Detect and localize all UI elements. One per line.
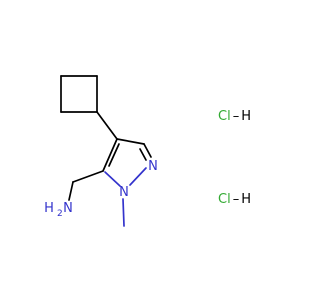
svg-text:Cl–H: Cl–H <box>218 109 251 124</box>
bond-c5-ch2 <box>72 170 104 183</box>
hcl-salt-1: Cl–H <box>218 109 251 124</box>
ring-n1-label: N <box>119 185 129 200</box>
salt-1-partner: H <box>241 109 251 124</box>
bond-n2-n1 <box>129 167 147 186</box>
bond-c3-n2-double <box>139 148 147 161</box>
bond-c5-c4-double <box>108 143 120 167</box>
amine-h-count: 2 <box>57 209 63 219</box>
ring-n2-label: N <box>148 159 158 174</box>
amine-n-label: N <box>63 201 73 216</box>
bond-cyclobutyl-c4 <box>96 111 118 140</box>
salt-2-partner: H <box>241 192 251 207</box>
salt-2-bond: – <box>233 192 240 207</box>
pyrazole-ring <box>102 138 152 187</box>
bond-ch2-amine <box>68 181 74 201</box>
salt-1-bond: – <box>233 109 240 124</box>
svg-text:Cl–H: Cl–H <box>218 192 251 207</box>
structure-diagram: N N H 2 N Cl–H Cl–H <box>44 75 251 227</box>
salt-1-element: Cl <box>218 109 231 124</box>
cyclobutyl-ring <box>60 75 98 113</box>
bond-c5-c4 <box>102 138 118 172</box>
amine-h-label: H <box>44 201 54 216</box>
salt-2-element: Cl <box>218 192 231 207</box>
bond-c3-n2 <box>143 143 152 158</box>
amine-group: H 2 N <box>44 201 73 219</box>
bond-c4-c3 <box>116 138 145 145</box>
bond-n1-c5 <box>104 171 121 187</box>
hcl-salt-2: Cl–H <box>218 192 251 207</box>
bond-n1-methyl <box>122 198 125 227</box>
